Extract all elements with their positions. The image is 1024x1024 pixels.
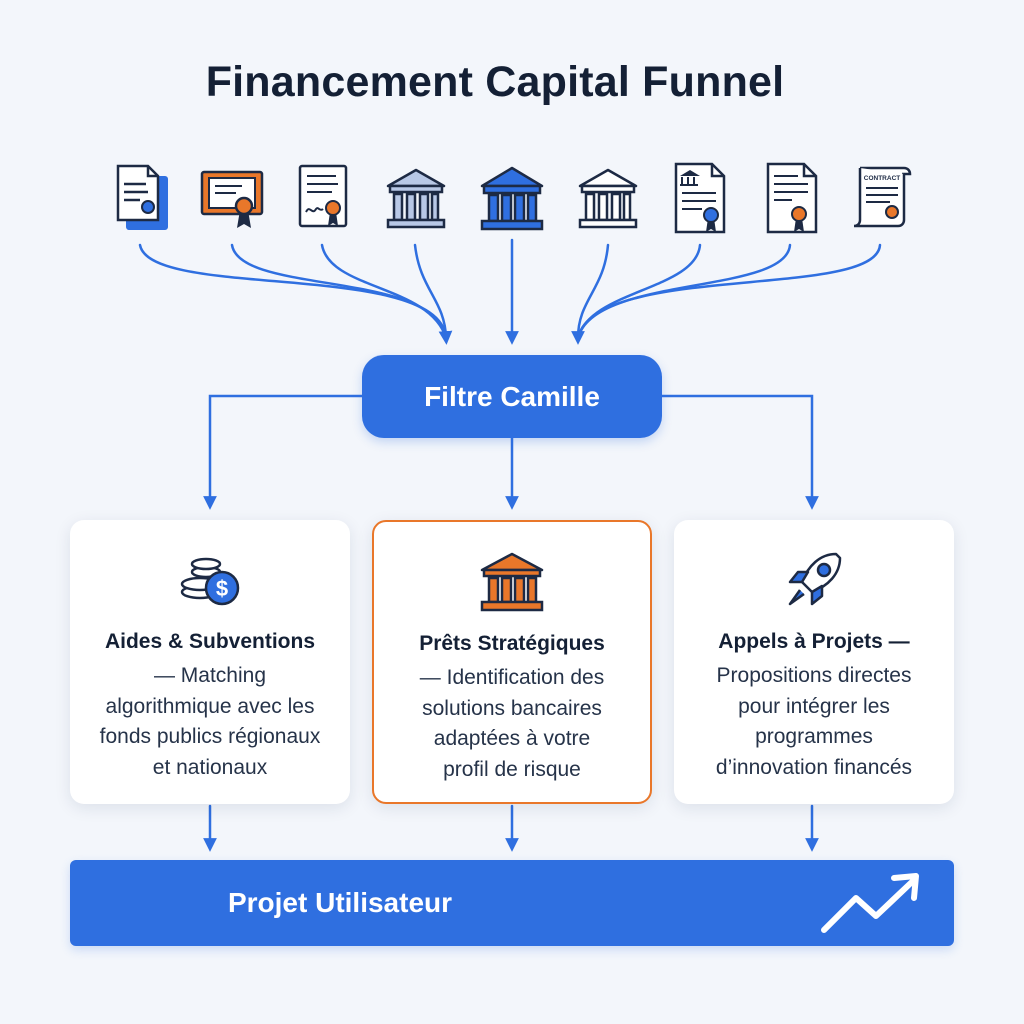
coins-dollar-icon: $ [180, 557, 240, 606]
bank-icon [480, 552, 544, 612]
card-title: Appels à Projets — [718, 630, 910, 653]
project-label: Projet Utilisateur [227, 887, 453, 918]
bank-icon [578, 168, 638, 229]
contract-icon-label: CONTRACT [864, 175, 900, 182]
diagram-title: Financement Capital Funnel [205, 58, 785, 106]
bank-icon [480, 166, 544, 231]
card-appels-projets: Appels à Projets — Propositions directes… [674, 520, 954, 804]
certificate-icon [200, 170, 264, 228]
bank-icon [386, 168, 446, 229]
project-bar: Projet Utilisateur [70, 860, 954, 946]
signed-document-icon [298, 164, 348, 228]
card-title: Prêts Stratégiques [419, 632, 605, 655]
trend-up-icon [821, 873, 919, 933]
document-ribbon-icon [766, 162, 818, 234]
rocket-icon [788, 552, 842, 606]
card-title: Aides & Subventions [104, 630, 316, 653]
bank-document-icon [674, 162, 726, 234]
filter-node: Filtre Camille [362, 355, 662, 438]
contract-icon: CONTRACT [853, 166, 912, 228]
document-seal-icon [116, 164, 168, 230]
svg-text:$: $ [216, 576, 228, 601]
